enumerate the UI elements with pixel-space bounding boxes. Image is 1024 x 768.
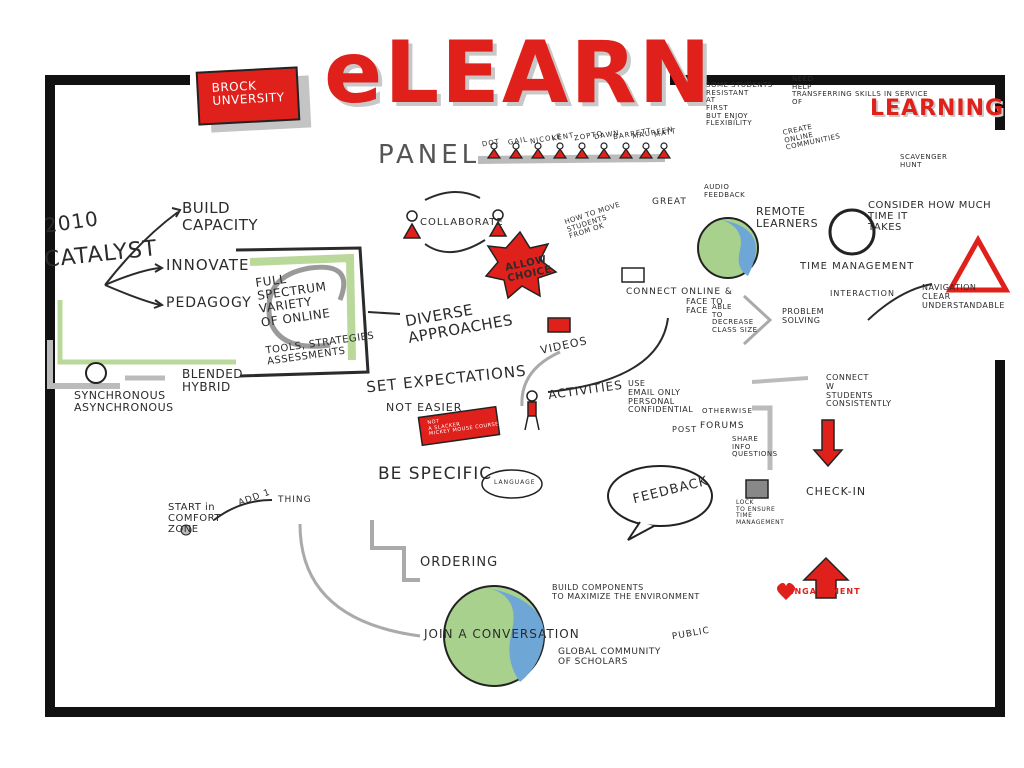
build-capacity-label: BUILD CAPACITY <box>182 199 259 234</box>
learning-label: LEARNING <box>870 96 1005 121</box>
green-bracket <box>57 300 236 365</box>
some-students-label: SOME STUDENTS RESISTANT AT FIRST BUT ENJ… <box>706 81 773 128</box>
language-label: LANGUAGE <box>494 479 536 486</box>
join-conversation-label: JOIN A CONVERSATION <box>424 627 580 641</box>
be-specific-label: BE SPECIFIC <box>378 464 493 484</box>
ordering-bracket <box>370 520 420 582</box>
need-help-label: NEED HELP TRANSFERRING SKILLS IN SERVICE… <box>792 75 929 107</box>
panelist-underline <box>477 154 666 164</box>
activities-figure <box>524 390 540 431</box>
to-diverse-arrow <box>367 311 401 315</box>
comfort-zone-label: START in COMFORT ZONE <box>168 502 221 535</box>
collaborate-figures <box>402 209 508 239</box>
sync-clock-icon <box>85 362 107 384</box>
check-in-arrow <box>812 419 844 468</box>
able-to-label: ABLE TO DECREASE CLASS SIZE <box>712 303 758 335</box>
problem-bracket <box>742 294 773 346</box>
page-subtitle: PANEL <box>378 140 481 170</box>
face-to-face-label: FACE TO FACE <box>686 297 724 315</box>
forums-label: FORUMS <box>700 421 745 431</box>
navigation-label: NAVIGATION CLEAR UNDERSTANDABLE <box>922 283 1005 310</box>
university-name: BROCK UNVERSITY <box>211 78 285 109</box>
laptop-icon <box>621 267 645 283</box>
allow-choice-burst <box>484 230 558 300</box>
comfort-zone-dot <box>180 524 192 536</box>
problem-solving-label: PROBLEM SOLVING <box>782 307 825 325</box>
scavenger-hunt-label: SCAVENGER HUNT <box>900 153 948 169</box>
share-info-label: SHARE INFO QUESTIONS <box>732 435 778 459</box>
zone-path <box>298 523 421 638</box>
engagement-arrow <box>802 556 850 599</box>
connect-line <box>751 376 809 384</box>
navigation-arrow <box>867 283 933 321</box>
engagement-label: ENGAGEMENT <box>788 587 861 596</box>
blended-hybrid-label: BLENDED HYBRID <box>182 367 244 395</box>
ordering-label: ORDERING <box>420 555 499 570</box>
sync-async-label: SYNCHRONOUS ASYNCHRONOUS <box>74 389 174 415</box>
interaction-label: INTERACTION <box>830 289 895 298</box>
thing-label: THING <box>278 495 312 505</box>
not-easier-box <box>417 405 501 447</box>
frame-border <box>45 75 1005 717</box>
add-thing-arrow <box>213 499 273 521</box>
stopwatch-icon <box>828 208 876 256</box>
feedback-bubble-tail <box>627 521 655 541</box>
video-camera-icon <box>547 317 571 333</box>
connect-online-label: CONNECT ONLINE & <box>626 287 733 297</box>
not-easier-label: NOT EASIER <box>386 401 463 414</box>
remote-learners-label: REMOTE LEARNERS <box>756 205 819 231</box>
global-community-label: GLOBAL COMMUNITY OF SCHOLARS <box>558 647 661 667</box>
post-label: POST <box>672 425 698 434</box>
innovate-label: INNOVATE <box>166 256 250 274</box>
spectrum-frame <box>235 246 370 378</box>
great-label: GREAT <box>652 197 687 207</box>
full-spectrum-label: FULL SPECTRUM VARIETY OF ONLINE <box>254 271 332 330</box>
audio-feedback-label: AUDIO FEEDBACK <box>704 183 746 199</box>
otherwise-label: OTHERWISE <box>702 407 753 415</box>
catalyst-branches <box>104 207 182 309</box>
activities-curve <box>520 350 561 407</box>
build-components-label: BUILD COMPONENTS TO MAXIMIZE THE ENVIRON… <box>552 583 700 601</box>
email-bracket <box>752 405 773 470</box>
panelist-figures <box>486 142 672 159</box>
globe-icon-small <box>697 217 759 279</box>
spectrum-swirl <box>266 264 347 349</box>
navigation-warning-icon <box>945 234 1011 293</box>
check-in-label: CHECK-IN <box>806 485 867 498</box>
pedagogy-label: PEDAGOGY <box>166 295 252 311</box>
heart-icon <box>777 582 795 600</box>
lock-time-label: LOCK TO ENSURE TIME MANAGEMENT <box>736 499 785 526</box>
feedback-bubble <box>607 465 713 527</box>
university-badge <box>195 66 301 126</box>
connect-curve <box>547 317 669 393</box>
time-management-label: TIME MANAGEMENT <box>800 261 915 272</box>
collaborate-arrows <box>424 191 486 254</box>
use-email-label: USE EMAIL ONLY PERSONAL CONFIDENTIAL <box>628 379 694 415</box>
padlock-icon <box>745 479 769 499</box>
spectrum-green <box>249 253 356 361</box>
globe-icon-large <box>443 585 545 687</box>
language-bubble <box>481 469 543 499</box>
consider-time-label: CONSIDER HOW MUCH TIME IT TAKES <box>868 200 992 233</box>
gray-bracket <box>47 340 120 389</box>
collaborate-label: COLLABORATE <box>420 217 504 228</box>
page-title: eLEARN <box>324 23 713 123</box>
connect-students-label: CONNECT W STUDENTS CONSISTENTLY <box>826 373 892 409</box>
